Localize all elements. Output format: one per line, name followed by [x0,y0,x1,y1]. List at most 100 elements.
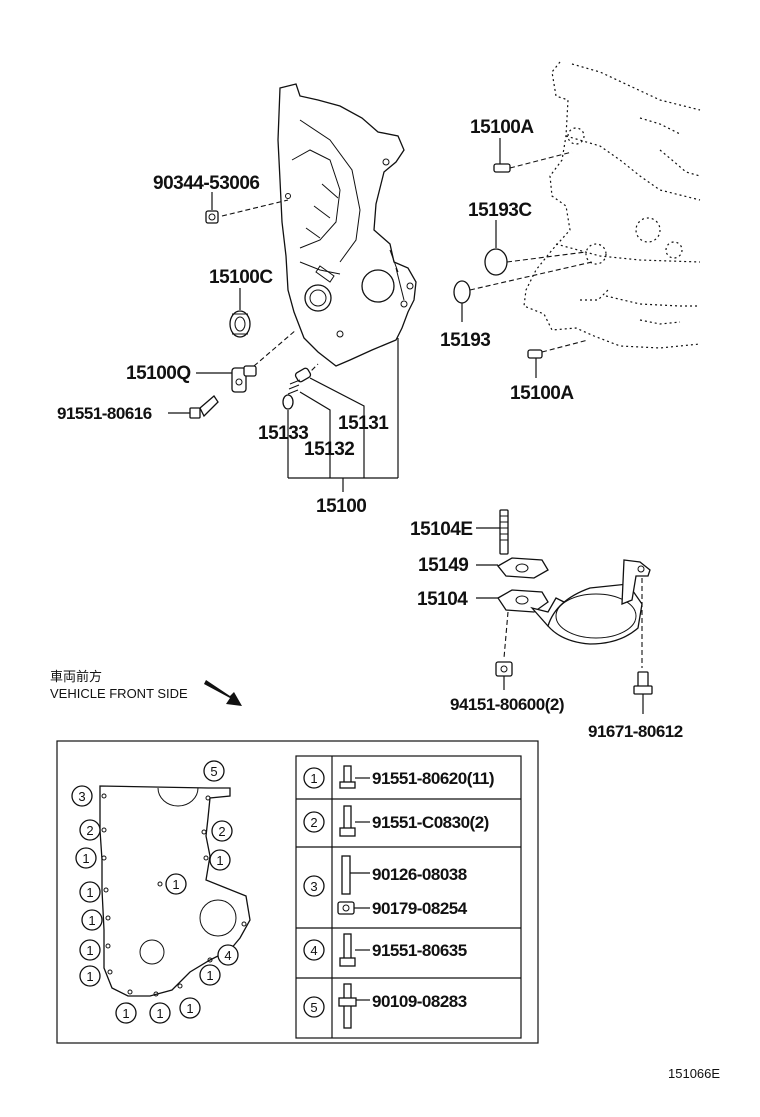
front-direction-arrow-icon [204,680,242,706]
valve-15133-icon [282,394,294,410]
gasket-marker: 1 [115,1002,137,1024]
plug-15131-icon [294,367,312,383]
label-90344-53006: 90344-53006 [153,173,260,194]
label-15193C: 15193C [468,200,532,221]
svg-text:1: 1 [186,1001,193,1016]
svg-text:1: 1 [206,968,213,983]
row-part: 91551-C0830(2) [372,813,489,832]
gasket-marker: 1 [199,964,221,986]
oil-strainer-15104-icon [497,559,651,645]
engine-block-outline [523,61,701,349]
gasket-marker: 1 [79,881,101,903]
svg-text:5: 5 [210,764,217,779]
label-15100C: 15100C [209,267,273,288]
svg-text:1: 1 [216,853,223,868]
svg-text:1: 1 [86,969,93,984]
gasket-marker: 1 [75,847,97,869]
label-15100: 15100 [316,496,366,517]
row-part: 90179-08254 [372,899,468,918]
bolt-91551-80616-icon [189,395,219,419]
gasket-marker: 2 [211,820,233,842]
gasket-marker: 2 [79,819,101,841]
row-index: 4 [310,943,317,958]
gasket-marker-group: 3 5 2 2 1 1 1 1 1 1 1 1 1 4 1 1 [71,760,239,1024]
table-row: 2 91551-C0830(2) [303,805,489,837]
label-15149: 15149 [418,555,468,576]
spring-15132-icon [287,379,301,395]
gasket-marker: 1 [79,965,101,987]
stud-15104E-icon [499,509,509,555]
table-row: 1 91551-80620(11) [303,765,495,789]
svg-text:1: 1 [172,877,179,892]
dowel-15100A-top-icon [493,163,511,173]
o-ring-15193-icon [453,280,471,304]
inset-frame [56,740,539,1044]
svg-text:1: 1 [88,913,95,928]
label-15104E: 15104E [410,519,473,540]
gasket-marker: 1 [165,873,187,895]
sensor-15100Q-icon [231,365,257,393]
leader-90344 [221,199,289,217]
label-15193: 15193 [440,330,490,351]
svg-text:1: 1 [156,1006,163,1021]
bolt-91671-icon [633,671,653,695]
label-15133: 15133 [258,423,308,444]
row-index: 3 [310,879,317,894]
stud-bolt-icon [338,983,357,1029]
row-index: 1 [310,771,317,786]
dowel-15100A-bottom-icon [527,349,543,359]
table-row: 3 90126-08038 90179-08254 [303,855,468,918]
gasket-marker: 1 [81,909,103,931]
label-15132: 15132 [304,439,354,460]
row-part: 91551-80620(11) [372,769,494,788]
table-row: 4 91551-80635 [303,933,467,967]
o-ring-15193C-icon [484,248,508,276]
svg-text:2: 2 [86,823,93,838]
gasket-marker: 3 [71,785,93,807]
flange-bolt-icon [339,933,356,967]
gasket-marker: 4 [217,944,239,966]
nut-94151-icon [495,661,513,677]
stud-bolt-icon [341,855,351,895]
label-15100A-bottom: 15100A [510,383,574,404]
label-91551-80616: 91551-80616 [57,404,152,423]
table-row: 5 90109-08283 [303,983,467,1029]
label-91671-80612: 91671-80612 [588,722,683,741]
label-15104: 15104 [417,589,468,610]
gasket-marker: 5 [203,760,225,782]
timing-cover-illustration [277,83,417,367]
bolt-table: 1 91551-80620(11) 2 91551-C0830(2) 3 901… [295,755,522,1039]
row-part: 91551-80635 [372,941,467,960]
nut-icon [337,901,355,915]
svg-text:1: 1 [82,851,89,866]
label-15131: 15131 [338,413,389,434]
label-94151-80600: 94151-80600(2) [450,695,564,714]
svg-text:4: 4 [224,948,231,963]
gasket-marker: 1 [79,939,101,961]
gasket-marker: 1 [209,849,231,871]
oil-seal-15100C-icon [229,310,251,338]
gasket-marker: 1 [149,1002,171,1024]
label-15100A-top: 15100A [470,117,534,138]
gasket-15149-icon [497,557,549,579]
leader-15100Q [253,329,297,367]
row-part: 90126-08038 [372,865,467,884]
direction-note-jp: 車両前方 [50,669,102,684]
figure-code: 151066E [668,1066,720,1081]
svg-text:1: 1 [122,1006,129,1021]
row-index: 2 [310,815,317,830]
nut-90344-icon [205,210,219,224]
svg-text:2: 2 [218,824,225,839]
svg-text:3: 3 [78,789,85,804]
svg-text:1: 1 [86,885,93,900]
row-index: 5 [310,1000,317,1015]
label-15100Q: 15100Q [126,363,191,384]
flange-bolt-icon [339,765,356,789]
row-part: 90109-08283 [372,992,467,1011]
direction-note-en: VEHICLE FRONT SIDE [50,686,188,701]
gasket-marker: 1 [179,997,201,1019]
flange-bolt-icon [339,805,356,837]
svg-text:1: 1 [86,943,93,958]
